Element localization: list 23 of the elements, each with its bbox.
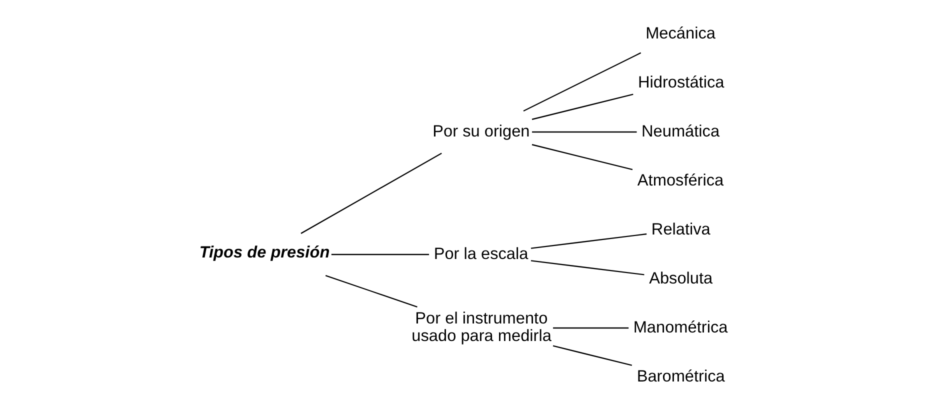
node-text: Barométrica — [636, 367, 724, 386]
node-text: Por su origen — [432, 122, 530, 140]
connector — [531, 144, 632, 170]
node-text: Hidrostática — [638, 73, 724, 92]
connector — [530, 260, 644, 276]
node-text: Por la escala — [433, 244, 528, 263]
connector — [330, 254, 429, 256]
node-text: Mecánica — [645, 24, 715, 42]
connector — [552, 345, 632, 366]
connector — [532, 131, 636, 133]
node-text: Neumática — [641, 122, 720, 140]
node-text: Atmosférica — [636, 171, 724, 190]
node-text: Relativa — [650, 220, 710, 238]
node-text: Tipos de presión — [198, 244, 330, 262]
node-text: Absoluta — [648, 269, 712, 288]
connector — [300, 152, 442, 234]
node-text: Manométrica — [632, 318, 728, 336]
connector — [530, 233, 646, 249]
connector — [324, 275, 417, 308]
connector — [552, 327, 628, 329]
connector — [531, 94, 633, 120]
connector — [522, 52, 641, 112]
node-text: Por el instrumento usado para medirla — [411, 310, 551, 346]
